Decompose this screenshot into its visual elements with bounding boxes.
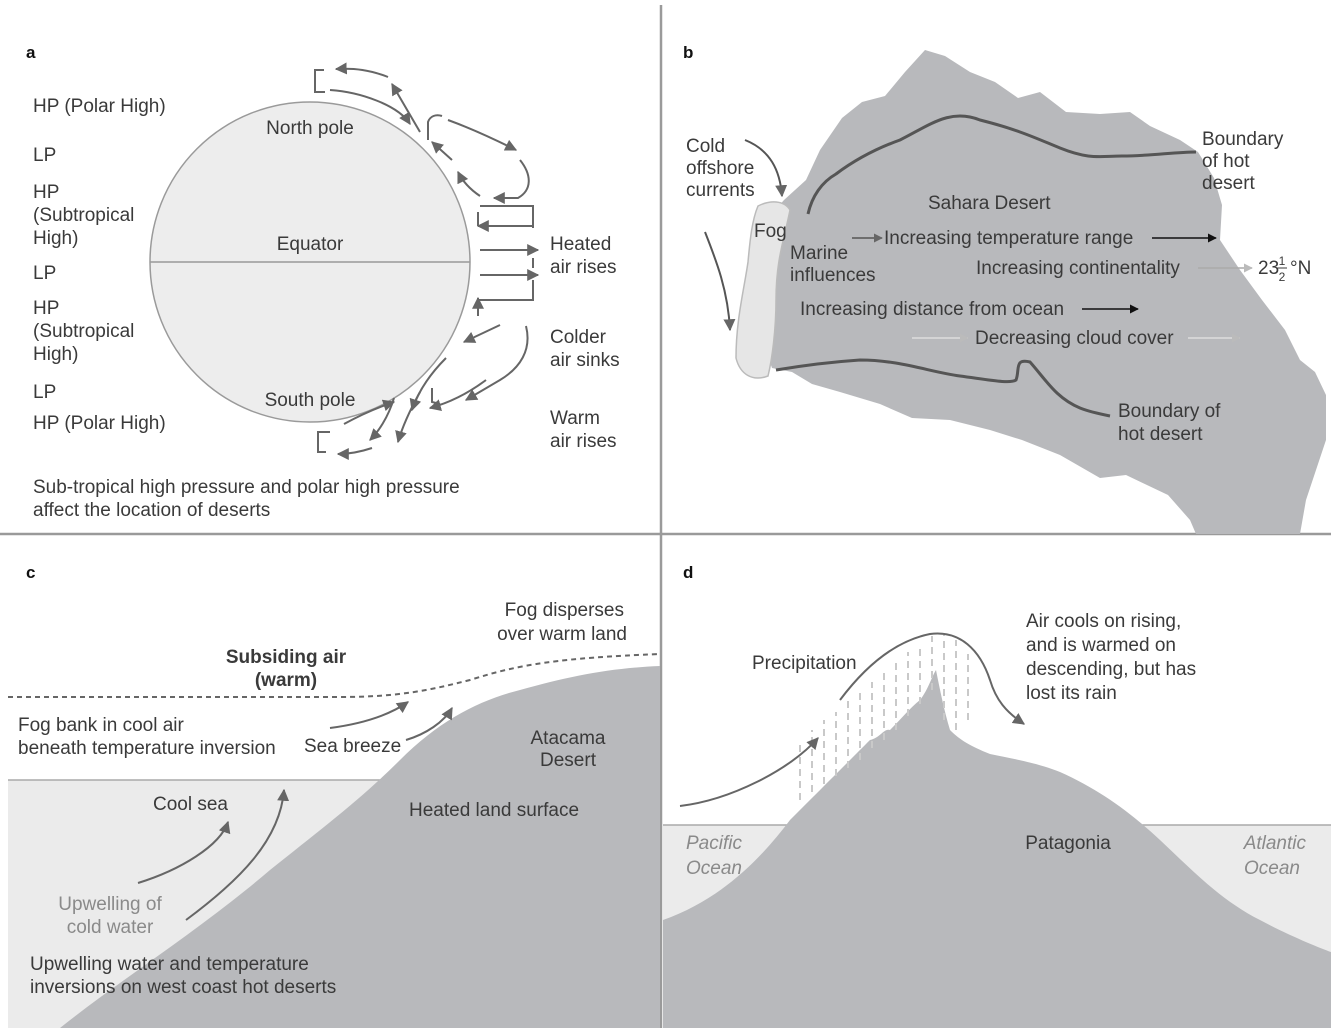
fog-zone xyxy=(735,201,791,379)
boundary-line-top xyxy=(806,114,1197,215)
boundary-top-label: of hot xyxy=(1202,151,1250,172)
panel-a: a North pole Equator South pole HP (Pola… xyxy=(26,43,620,521)
panel-c: c Fog disperses over warm land Subsiding… xyxy=(8,563,661,1028)
pressure-label: HP xyxy=(33,182,59,203)
pressure-label: LP xyxy=(33,382,56,403)
pressure-label: HP xyxy=(33,298,59,319)
panel-b: b Cold offshore currents Fog Marine infl… xyxy=(683,43,1326,534)
atacama-landmass xyxy=(60,666,660,1028)
boundary-top-label: Boundary xyxy=(1202,129,1284,150)
upwelling-label: cold water xyxy=(67,917,154,938)
circulation-arrows xyxy=(314,62,540,460)
cloud-label: Decreasing cloud cover xyxy=(975,328,1174,349)
pressure-label: (Subtropical xyxy=(33,205,134,226)
upwelling-label: Upwelling of xyxy=(58,894,162,915)
latitude-denominator: 2 xyxy=(1279,270,1286,284)
cold-currents-label: Cold xyxy=(686,136,725,157)
cold-currents-label: offshore xyxy=(686,158,754,179)
rain-streaks xyxy=(799,634,969,800)
north-pole-label: North pole xyxy=(266,118,354,139)
panel-d-letter: d xyxy=(683,563,693,582)
panel-c-caption: inversions on west coast hot deserts xyxy=(30,977,336,998)
pressure-label: HP (Polar High) xyxy=(33,413,166,434)
atacama-label: Atacama xyxy=(531,728,606,749)
side-label: air sinks xyxy=(550,350,620,371)
cool-sea-label: Cool sea xyxy=(153,794,228,815)
atacama-label: Desert xyxy=(540,750,597,771)
panel-c-letter: c xyxy=(26,563,35,582)
cold-currents-label: currents xyxy=(686,180,755,201)
precipitation-label: Precipitation xyxy=(752,653,857,674)
panel-a-letter: a xyxy=(26,43,36,62)
side-label: Colder xyxy=(550,327,607,348)
south-pole-label: South pole xyxy=(265,390,356,411)
atlantic-label: Atlantic xyxy=(1243,833,1307,854)
boundary-line-bottom xyxy=(775,358,1111,418)
subsiding-air-label: (warm) xyxy=(255,670,317,691)
fog-bank-label: Fog bank in cool air xyxy=(18,715,184,736)
panel-c-caption: Upwelling water and temperature xyxy=(30,954,309,975)
boundary-top-label: desert xyxy=(1202,173,1256,194)
heated-land-label: Heated land surface xyxy=(409,800,579,821)
temp-range-label: Increasing temperature range xyxy=(884,228,1133,249)
fog-disperses-label: Fog disperses xyxy=(505,600,624,621)
pressure-label: High) xyxy=(33,228,78,249)
patagonia-landmass xyxy=(663,670,1331,1028)
sea-breeze-label: Sea breeze xyxy=(304,736,401,757)
continentality-label: Increasing continentality xyxy=(976,258,1180,279)
atlantic-label: Ocean xyxy=(1244,858,1300,879)
marine-label: influences xyxy=(790,265,876,286)
fog-label: Fog xyxy=(754,221,787,242)
pressure-label: (Subtropical xyxy=(33,321,134,342)
pressure-label: High) xyxy=(33,344,78,365)
boundary-bottom-label: hot desert xyxy=(1118,424,1203,445)
pressure-label: LP xyxy=(33,145,56,166)
panel-d: d Precipitation Air cools on rising, and… xyxy=(663,563,1331,1028)
distance-label: Increasing distance from ocean xyxy=(800,299,1064,320)
pressure-label: LP xyxy=(33,263,56,284)
latitude-numerator: 1 xyxy=(1279,254,1286,268)
sahara-label: Sahara Desert xyxy=(928,193,1051,214)
panel-a-caption: affect the location of deserts xyxy=(33,500,270,521)
side-label: air rises xyxy=(550,431,617,452)
pressure-label: HP (Polar High) xyxy=(33,96,166,117)
boundary-bottom-label: Boundary of xyxy=(1118,401,1221,422)
subsiding-air-label: Subsiding air xyxy=(226,647,347,668)
side-label: air rises xyxy=(550,257,617,278)
inversion-line xyxy=(8,653,661,698)
air-cools-label: lost its rain xyxy=(1026,683,1117,704)
fog-bank-label: beneath temperature inversion xyxy=(18,738,276,759)
patagonia-label: Patagonia xyxy=(1025,833,1111,854)
air-cools-label: descending, but has xyxy=(1026,659,1196,680)
side-label: Heated xyxy=(550,234,611,255)
equator-label: Equator xyxy=(277,234,344,255)
latitude-unit: °N xyxy=(1290,258,1311,279)
pacific-label: Pacific xyxy=(686,833,742,854)
air-cools-label: Air cools on rising, xyxy=(1026,611,1181,632)
latitude-whole: 23 xyxy=(1258,258,1279,279)
fog-disperses-label: over warm land xyxy=(497,624,627,645)
africa-landmass xyxy=(760,50,1326,534)
marine-label: Marine xyxy=(790,243,848,264)
side-label: Warm xyxy=(550,408,600,429)
panel-a-caption: Sub-tropical high pressure and polar hig… xyxy=(33,477,460,498)
air-cools-label: and is warmed on xyxy=(1026,635,1176,656)
pacific-label: Ocean xyxy=(686,858,742,879)
panel-b-letter: b xyxy=(683,43,693,62)
